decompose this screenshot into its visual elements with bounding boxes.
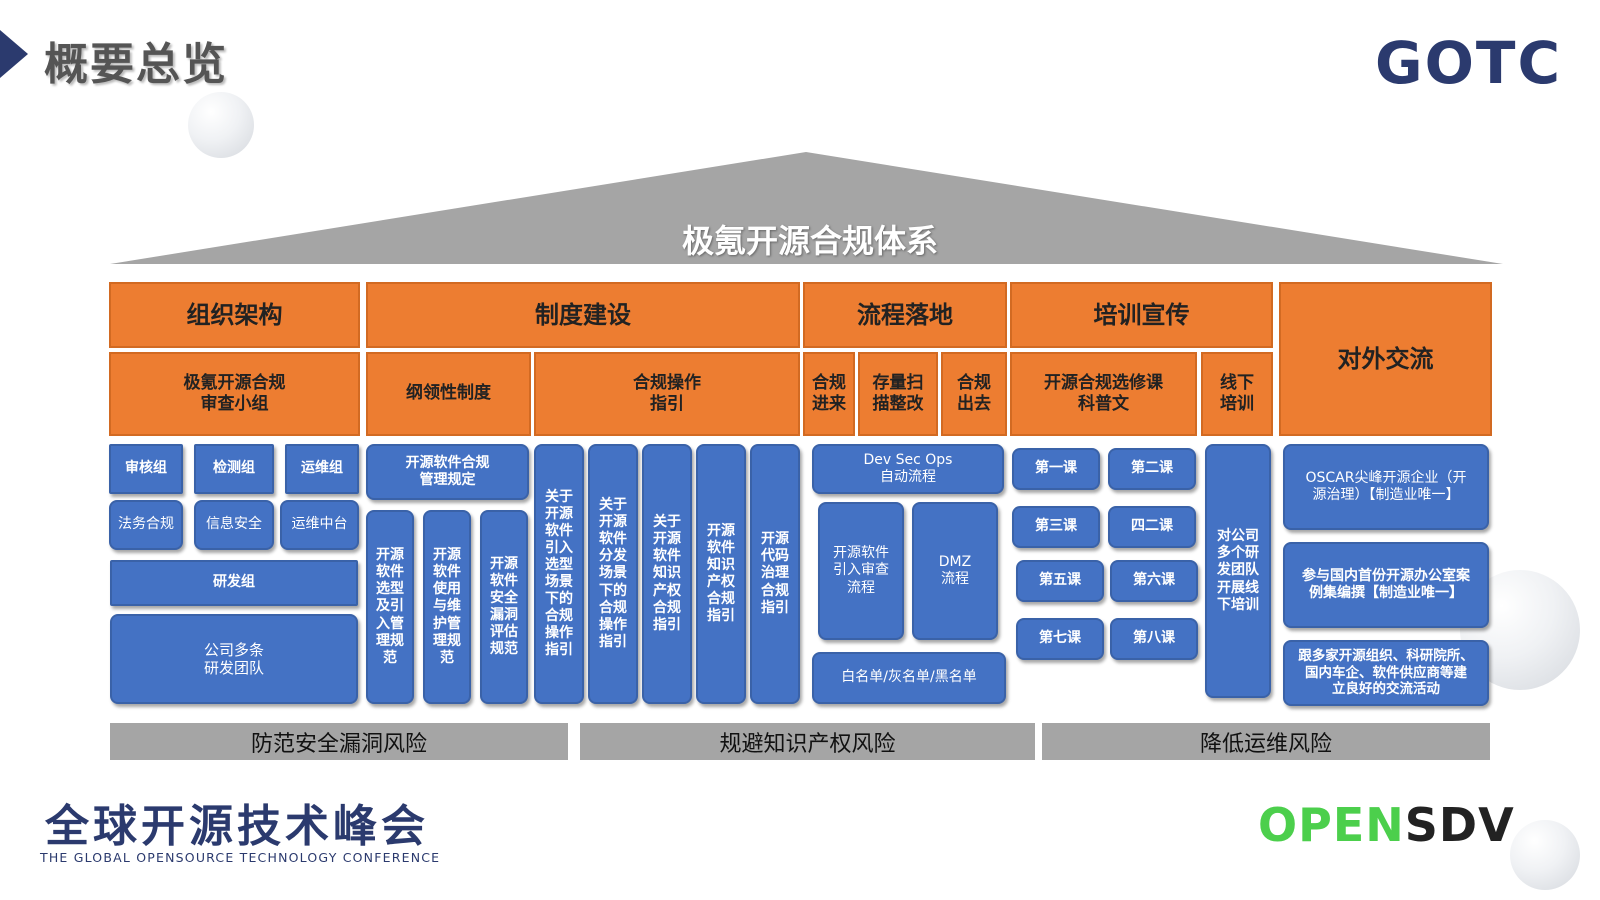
policy-sub-1: 纲领性制度 — [366, 352, 531, 436]
policy-mgmt-rule: 开源软件合规 管理规定 — [366, 444, 529, 500]
pillar-title-training: 培训宣传 — [1010, 282, 1273, 348]
training-course-8: 第八课 — [1110, 618, 1198, 660]
policy-guide-ip-2: 开源 软件 知识 产权 合规 指引 — [696, 444, 746, 704]
org-rd-teams: 公司多条 研发团队 — [110, 614, 358, 704]
page-title: 概要总览 — [44, 39, 228, 90]
training-sub-2: 线下 培训 — [1201, 352, 1273, 436]
gotc-logo: GOTC — [1375, 29, 1563, 97]
policy-guide-dist: 关于 开源 软件 分发 场景 下的 合规 操作 指引 — [588, 444, 638, 704]
training-course-7: 第七课 — [1016, 618, 1104, 660]
org-group-ops: 运维组 — [285, 444, 359, 494]
foundation-security: 防范安全漏洞风险 — [110, 723, 568, 760]
training-course-3: 第三课 — [1012, 506, 1100, 548]
title-arrow-icon — [0, 30, 28, 78]
process-lists: 白名单/灰名单/黑名单 — [812, 652, 1006, 704]
policy-spec-usage: 开源 软件 使用 与维 护管 理规 范 — [423, 510, 471, 704]
policy-spec-vuln: 开源 软件 安全 漏洞 评估 规范 — [480, 510, 528, 704]
foundation-ops: 降低运维风险 — [1042, 723, 1490, 760]
decor-sphere — [1510, 820, 1580, 890]
decor-sphere — [188, 92, 254, 158]
external-exchange: 跟多家开源组织、科研院所、 国内车企、软件供应商等建 立良好的交流活动 — [1283, 640, 1489, 706]
org-unit-ops-platform: 运维中台 — [280, 500, 359, 550]
policy-guide-code: 开源 代码 治理 合规 指引 — [750, 444, 800, 704]
external-case-book: 参与国内首份开源办公室案 例集编撰【制造业唯一】 — [1283, 542, 1489, 628]
training-course-2: 第二课 — [1108, 448, 1196, 490]
org-rd-group: 研发组 — [110, 560, 358, 606]
policy-sub-2: 合规操作 指引 — [534, 352, 800, 436]
org-group-detect: 检测组 — [194, 444, 274, 494]
process-sub-1: 合规 进来 — [803, 352, 855, 436]
pillar-title-external: 对外交流 — [1279, 282, 1492, 436]
pillar-title-process: 流程落地 — [803, 282, 1007, 348]
pillar-title-policy: 制度建设 — [366, 282, 800, 348]
training-course-6: 第六课 — [1110, 560, 1198, 602]
opensdv-logo: OPENSDV — [1258, 798, 1515, 852]
training-course-4: 四二课 — [1108, 506, 1196, 548]
process-devsecops: Dev Sec Ops 自动流程 — [812, 444, 1004, 494]
policy-spec-selection: 开源 软件 选型 及引 入管 理规 范 — [366, 510, 414, 704]
process-sub-3: 合规 出去 — [941, 352, 1007, 436]
training-course-1: 第一课 — [1012, 448, 1100, 490]
policy-guide-ip-1: 关于 开源 软件 知识 产权 合规 指引 — [642, 444, 692, 704]
training-course-5: 第五课 — [1016, 560, 1104, 602]
org-group-audit: 审核组 — [109, 444, 183, 494]
conference-name-cn: 全球开源技术峰会 — [45, 801, 429, 852]
process-sub-2: 存量扫 描整改 — [858, 352, 938, 436]
org-sub: 极氪开源合规 审查小组 — [109, 352, 360, 436]
org-unit-security: 信息安全 — [194, 500, 274, 550]
training-offline: 对公司 多个研 发团队 开展线 下培训 — [1205, 444, 1271, 698]
roof-title: 极氪开源合规体系 — [681, 222, 938, 260]
foundation-ip: 规避知识产权风险 — [580, 723, 1035, 760]
external-oscar: OSCAR尖峰开源企业（开 源治理）【制造业唯一】 — [1283, 444, 1489, 530]
process-review-flow: 开源软件 引入审查 流程 — [818, 502, 904, 640]
conference-name-en: THE GLOBAL OPENSOURCE TECHNOLOGY CONFERE… — [40, 850, 441, 865]
opensdv-logo-sdv: SDV — [1404, 798, 1515, 852]
policy-guide-intro: 关于 开源 软件 引入 选型 场景 下的 合规 操作 指引 — [534, 444, 584, 704]
training-sub-1: 开源合规选修课 科普文 — [1010, 352, 1197, 436]
process-dmz-flow: DMZ 流程 — [912, 502, 998, 640]
opensdv-logo-open: OPEN — [1258, 798, 1405, 852]
pillar-title-org: 组织架构 — [109, 282, 360, 348]
roof-shape — [110, 152, 1503, 264]
org-unit-legal: 法务合规 — [109, 500, 183, 550]
